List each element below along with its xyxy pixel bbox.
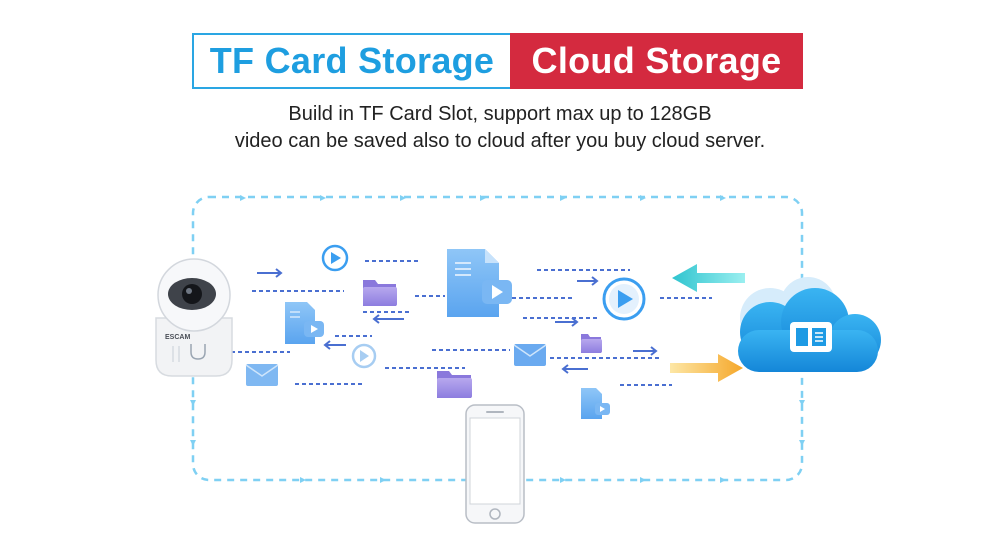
video-document-icon: [447, 249, 512, 317]
title-tf-card-storage: TF Card Storage: [192, 33, 510, 89]
arrow-from-cloud: [672, 264, 745, 292]
security-camera: ESCAM: [155, 258, 233, 377]
folder-icon: [437, 371, 472, 398]
small-arrows: [257, 268, 658, 374]
subtitle-line-2: video can be saved also to cloud after y…: [234, 130, 766, 152]
cloud-icon: [738, 277, 881, 372]
play-circle-icon: [321, 244, 349, 272]
folder-icon: [581, 334, 602, 353]
phone-icon: [465, 404, 525, 524]
video-document-icon: [285, 302, 324, 344]
video-document-icon: [581, 388, 610, 419]
mail-icon: [245, 364, 279, 386]
subtitle-line-1: Build in TF Card Slot, support max up to…: [288, 103, 712, 125]
arrow-to-cloud: [670, 354, 743, 382]
mail-icon: [513, 344, 547, 366]
folder-icon: [363, 280, 397, 306]
play-circle-icon: [602, 277, 646, 321]
play-circle-icon: [351, 343, 377, 369]
title-banner: TF Card Storage Cloud Storage: [192, 33, 803, 89]
frame-chevrons: [190, 195, 805, 483]
camera-brand: ESCAM: [165, 334, 190, 341]
title-cloud-storage: Cloud Storage: [510, 33, 803, 89]
flow-lines: [224, 260, 712, 386]
